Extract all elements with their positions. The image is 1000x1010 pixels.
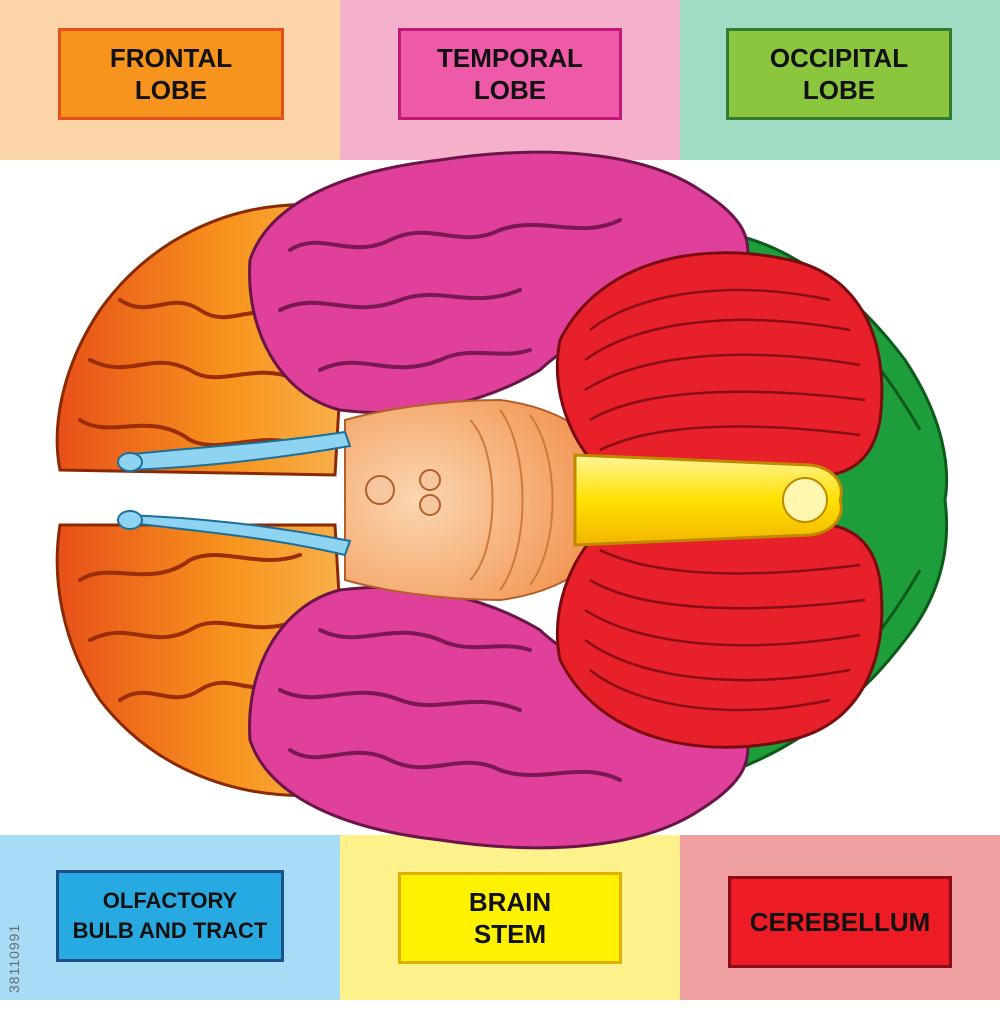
watermark-id: 38110991	[4, 780, 24, 1010]
frontal-lobe-label: FRONTAL LOBE	[58, 28, 284, 120]
brain-stem-label: BRAIN STEM	[398, 872, 622, 964]
occipital-lobe-label: OCCIPITAL LOBE	[726, 28, 952, 120]
watermark-text: 38110991	[6, 923, 22, 993]
temporal-lobe-label: TEMPORAL LOBE	[398, 28, 622, 120]
olfactory-tract-upper	[124, 430, 352, 472]
cerebellum-lower	[555, 523, 884, 749]
olfactory-tract-lower	[124, 513, 352, 557]
brain-stem-shape	[573, 453, 843, 547]
olfactory-bulb-tract-label: OLFACTORY BULB AND TRACT	[56, 870, 284, 962]
cerebellum-upper	[555, 251, 884, 477]
cerebellum-label: CEREBELLUM	[728, 876, 952, 968]
